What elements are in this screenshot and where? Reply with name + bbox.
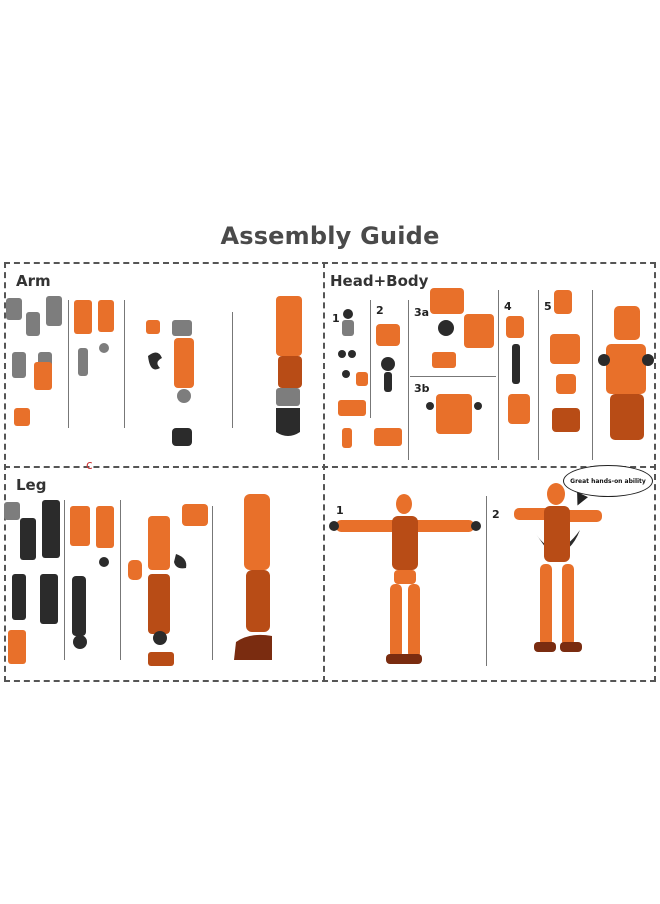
page-title: Assembly Guide (220, 222, 440, 250)
assembly-sheet (4, 262, 656, 682)
arm-divider-1 (68, 300, 69, 428)
head-divider-1 (370, 300, 371, 418)
arm-parts-illustration (6, 296, 302, 446)
step-label-3b: 3b (414, 382, 430, 395)
head-divider-3 (498, 290, 499, 460)
leg-divider-2 (120, 500, 121, 660)
leg-divider-3 (212, 506, 213, 660)
assembled-figure-action-pose (514, 483, 602, 652)
head-divider-4 (538, 290, 539, 460)
section-label-head-body: Head+Body (330, 272, 429, 290)
leg-divider-1 (64, 500, 65, 660)
arm-divider-2 (124, 300, 125, 428)
step-label-3a: 3a (414, 306, 430, 319)
step-label-5: 5 (544, 300, 552, 313)
pose-step-label-2: 2 (492, 508, 500, 521)
pose-step-label-1: 1 (336, 504, 344, 517)
step-label-2: 2 (376, 304, 384, 317)
head-divider-horizontal (410, 376, 496, 377)
step-label-4: 4 (504, 300, 512, 313)
section-label-leg: Leg (16, 476, 47, 494)
speech-bubble: Great hands-on ability (563, 465, 653, 497)
ink-mark: c (86, 458, 93, 472)
leg-parts-illustration (4, 494, 272, 666)
pose-divider (486, 496, 487, 666)
section-divider-vertical (323, 262, 325, 682)
arm-divider-3 (232, 312, 233, 428)
step-label-1: 1 (332, 312, 340, 325)
head-divider-5 (592, 290, 593, 460)
head-body-parts-illustration (338, 288, 654, 448)
section-label-arm: Arm (16, 272, 51, 290)
assembled-figure-t-pose (329, 494, 481, 664)
section-divider-horizontal (4, 466, 656, 468)
head-divider-2 (408, 300, 409, 460)
